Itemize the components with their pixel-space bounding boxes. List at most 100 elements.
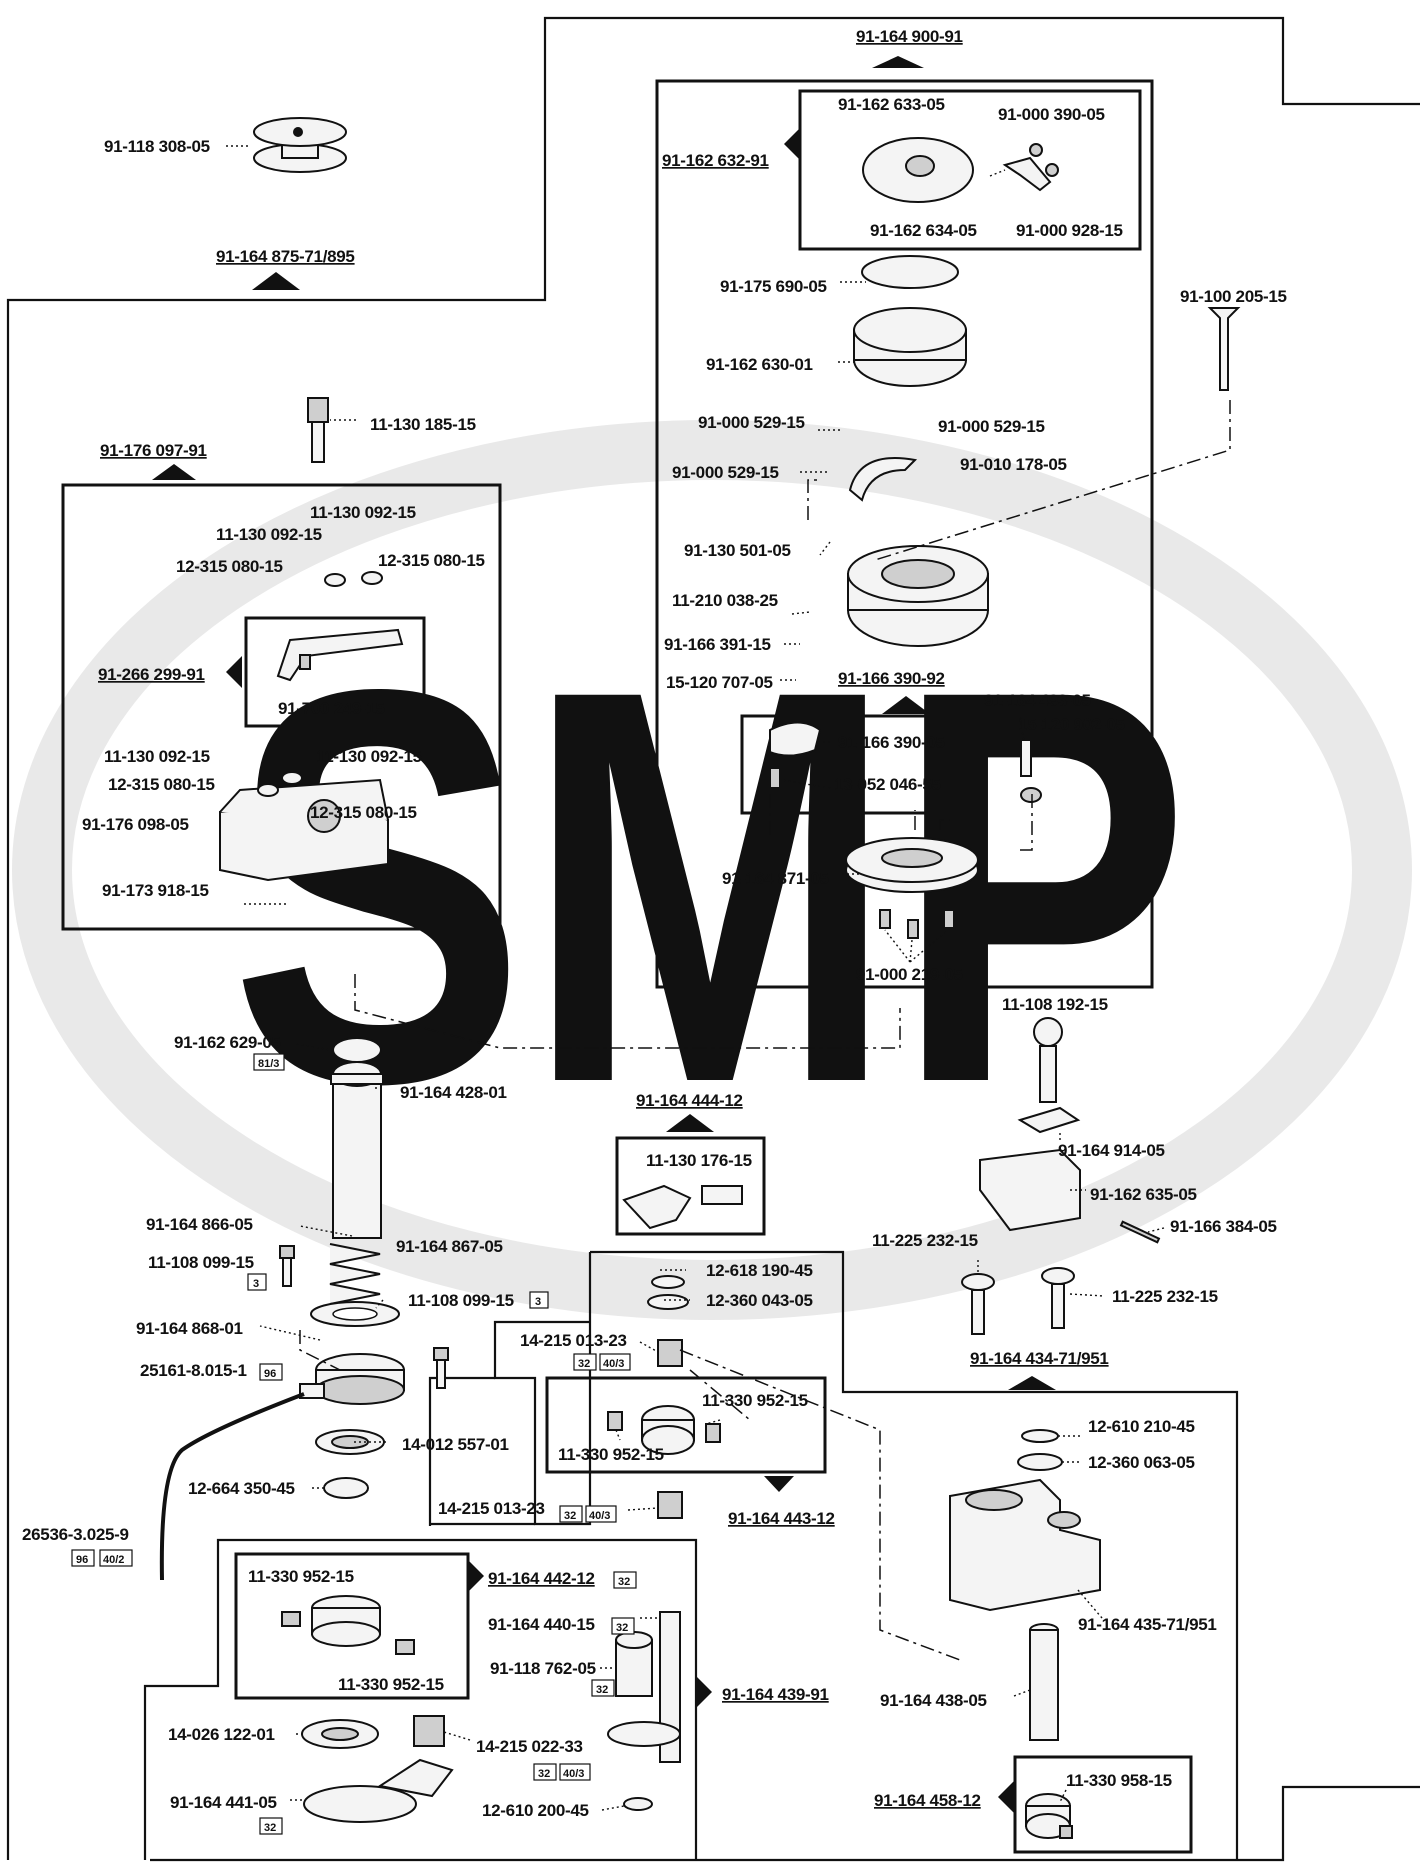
part-label: 12-315 080-15: [310, 803, 417, 822]
quantity-box: 3: [535, 1296, 541, 1308]
assembly-label: 91-266 299-91: [98, 665, 205, 684]
part-label: 14-215 022-33: [476, 1737, 583, 1756]
part-bobbin: [253, 117, 347, 173]
bushing-frame: [1013, 1755, 1193, 1854]
assembly-label: 91-166 390-92: [838, 669, 945, 688]
part-label: 11-330 952-15: [702, 1391, 808, 1410]
part-label: 12-360 063-05: [1088, 1453, 1195, 1472]
part-rings-210-063: [1017, 1429, 1063, 1471]
part-bushing-458: [1025, 1793, 1073, 1839]
part-label: 14-215 013-23: [438, 1499, 545, 1518]
part-label: 11-210 038-25: [672, 591, 778, 610]
part-label: 13-052 046-55: [834, 775, 941, 794]
quantity-box: 40/3: [603, 1358, 624, 1370]
part-label: 11-330 952-15: [558, 1445, 664, 1464]
watermark: SMP: [12, 420, 1412, 1320]
knife-subframe: [244, 616, 426, 728]
assembly-label: 91-164 444-12: [636, 1091, 743, 1110]
quantity-box: 96: [264, 1368, 276, 1380]
part-label: 91-164 435-71/951: [1078, 1615, 1217, 1634]
part-label: 91-000 390-05: [998, 105, 1105, 124]
quantity-box: 40/3: [589, 1510, 610, 1522]
part-label: 11-130 092-15: [310, 503, 416, 522]
part-screws-225-232: [961, 1267, 1075, 1335]
part-label: 91-164 866-05: [146, 1215, 253, 1234]
quantity-box: 32: [264, 1822, 276, 1834]
part-plate-914: [1017, 1106, 1081, 1134]
part-label: 91-000 219-05: [856, 965, 963, 984]
quantity-box: 32: [596, 1684, 608, 1696]
part-rotary-hook: [847, 545, 989, 647]
part-label: 14-215 013-23: [520, 1331, 627, 1350]
hook-cap-frame: [740, 714, 966, 815]
part-knife-holder: [219, 778, 389, 882]
part-label: 12-315 080-15: [108, 775, 215, 794]
part-label: 91-166 384-05: [1170, 1217, 1277, 1236]
part-bearing-122: [301, 1719, 379, 1749]
part-label: 11-330 958-15: [1066, 1771, 1172, 1790]
assembly-label: 91-164 442-12: [488, 1569, 595, 1588]
part-label: 12-618 190-45: [706, 1261, 813, 1280]
part-label: 91-164 867-05: [396, 1237, 503, 1256]
part-label: 91-164 441-05: [170, 1793, 277, 1812]
left-step-outline: [428, 1376, 495, 1524]
part-label: 14-026 122-01: [168, 1725, 275, 1744]
quantity-box: 32: [564, 1510, 576, 1522]
part-screw-192: [1033, 1017, 1063, 1103]
part-label: 91-100 205-15: [1180, 287, 1287, 306]
part-label: 91-000 529-15: [672, 463, 779, 482]
assembly-label: 91-164 458-12: [874, 1791, 981, 1810]
part-label: 91-162 635-05: [1090, 1185, 1197, 1204]
part-washers-knife: [257, 571, 383, 797]
part-washer-867: [310, 1301, 400, 1327]
assembly-label: 91-176 097-91: [100, 441, 207, 460]
quantity-box: 3: [253, 1278, 259, 1290]
part-rings-190-043: [647, 1275, 689, 1310]
part-screws-hook-base: [879, 909, 955, 939]
part-spring: [329, 1243, 381, 1305]
part-label: 91-162 630-01: [706, 355, 813, 374]
leader-lines: [226, 145, 1165, 1811]
quantity-box: 96: [76, 1554, 88, 1566]
part-housing-868: [299, 1353, 405, 1405]
part-label: 11-130 092-15: [316, 747, 422, 766]
assembly-pointers: [152, 56, 1056, 1813]
part-crank-441: [303, 1758, 454, 1823]
part-gib: [848, 457, 918, 502]
part-hook-base: [845, 837, 979, 893]
part-label: 11-130 092-15: [104, 747, 210, 766]
part-pin-384: [1119, 1220, 1161, 1244]
center-outline: [493, 1250, 1239, 1860]
part-bearing-557: [315, 1429, 385, 1455]
part-latch: [1002, 143, 1059, 192]
knife-assembly-frame: [61, 483, 502, 931]
assembly-label: 91-164 439-91: [722, 1685, 829, 1704]
part-shaft: [330, 1037, 384, 1239]
part-nuts-013-23: [657, 1339, 683, 1519]
lower-left-outline: [143, 1538, 698, 1860]
part-label: 91-164 440-15: [488, 1615, 595, 1634]
part-label: 91-173 918-15: [102, 881, 209, 900]
part-label: 12-315 080-15: [378, 551, 485, 570]
part-label: 91-000 529-15: [938, 417, 1045, 436]
part-label: 11-108 099-15: [148, 1253, 254, 1272]
part-collar-443: [607, 1405, 721, 1455]
part-label: 91-164 914-05: [1058, 1141, 1165, 1160]
hook-assembly-frame: [655, 79, 1154, 989]
part-label: 91-700 249-15: [278, 699, 385, 718]
part-hook-plate: [861, 255, 959, 289]
watermark-text: SMP: [230, 573, 1190, 1199]
part-label: 91-130 501-05: [684, 541, 791, 560]
quantity-box: 32: [538, 1768, 550, 1780]
bobbin-case-frame: [798, 89, 1142, 251]
quantity-box: 40/2: [103, 1554, 124, 1566]
quantity-box: 81/3: [258, 1058, 279, 1070]
part-label: 91-164 428-01: [400, 1083, 507, 1102]
part-label: 26536-3.025-9: [22, 1525, 129, 1544]
part-bracket-635: [979, 1148, 1081, 1232]
part-label: 15-120 707-05: [666, 673, 773, 692]
part-bracket-435: [949, 1478, 1101, 1612]
part-knife: [276, 628, 404, 682]
part-label: 91-000 529-15: [698, 413, 805, 432]
